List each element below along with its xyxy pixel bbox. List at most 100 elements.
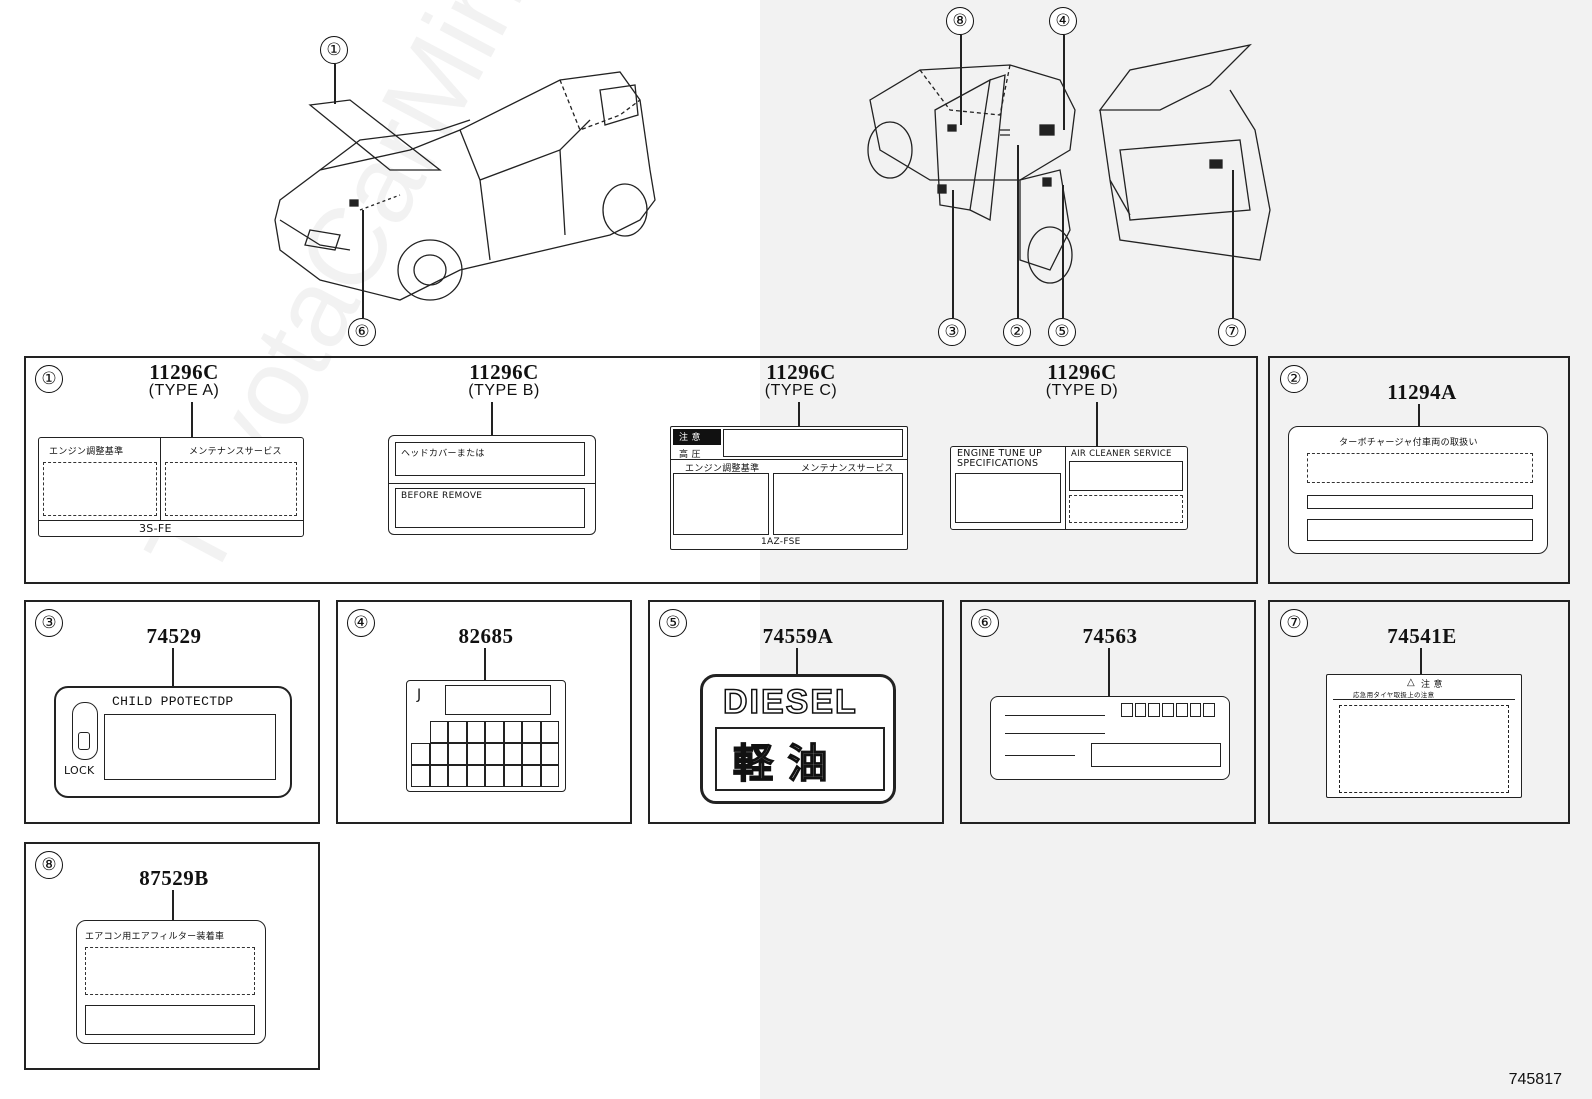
callout-4: ④ — [1049, 7, 1077, 35]
panel-3-circle: ③ — [35, 609, 63, 637]
panel-2-circle: ② — [1280, 365, 1308, 393]
grid-cell — [503, 721, 522, 743]
panel-7-subheader: 応急用タイヤ取扱上の注意 — [1353, 691, 1435, 699]
panel-4: ④ 82685 J — [336, 600, 632, 824]
panel-8-leader — [172, 890, 174, 920]
panel-1: ① 11296C (TYPE A) エンジン調整基準 メンテナンスサービス 3S… — [24, 356, 1258, 584]
type-a-label: エンジン調整基準 メンテナンスサービス 3S-FE — [38, 437, 304, 537]
panel-5-leader — [796, 648, 798, 674]
panel-3-lock: LOCK — [64, 764, 95, 777]
grid-cell — [540, 765, 559, 787]
grid-cell — [503, 765, 522, 787]
type-d-left-header: ENGINE TUNE UP SPECIFICATIONS — [957, 448, 1043, 469]
callout-8: ⑧ — [946, 7, 974, 35]
panel-5-circle: ⑤ — [659, 609, 687, 637]
panel-2-header: ターボチャージャ付車両の取扱い — [1339, 438, 1478, 448]
type-c-top-text: 注 意 — [679, 433, 701, 443]
grid-cell — [429, 765, 448, 787]
callout-1-leader — [334, 64, 336, 104]
type-c-row-text: 高 圧 — [679, 450, 701, 460]
grid-cell — [503, 743, 522, 765]
grid-cell — [429, 721, 448, 743]
type-a-type: (TYPE A) — [148, 382, 220, 399]
panel-5-line1: DIESEL — [722, 682, 858, 722]
panel-6-leader — [1108, 648, 1110, 696]
type-b-type: (TYPE B) — [468, 382, 540, 399]
type-a-footer: 3S-FE — [139, 522, 172, 535]
type-d-leader — [1096, 402, 1098, 446]
panel-8-label: エアコン用エアフィルター装着車 — [76, 920, 266, 1044]
type-a-right-header: メンテナンスサービス — [189, 447, 282, 457]
panel-7-part-number: 74541E — [1387, 624, 1457, 648]
type-c-footer: 1AZ-FSE — [761, 537, 801, 547]
panel-4-label: J — [406, 680, 566, 792]
panel-4-circle: ④ — [347, 609, 375, 637]
panel-7-circle: ⑦ — [1280, 609, 1308, 637]
grid-cell — [540, 721, 559, 743]
panel-5-label: DIESEL 軽 油 — [700, 674, 896, 804]
panel-6: ⑥ 74563 — [960, 600, 1256, 824]
panel-2: ② 11294A ターボチャージャ付車両の取扱い — [1268, 356, 1570, 584]
callout-5: ⑤ — [1048, 318, 1076, 346]
warning-triangle-icon: △ — [1407, 677, 1415, 688]
callout-4-leader — [1063, 35, 1065, 130]
panel-5-part-number: 74559A — [762, 624, 834, 648]
grid-cell — [411, 743, 430, 765]
panel-3-part-number: 74529 — [146, 624, 202, 648]
callout-6: ⑥ — [348, 318, 376, 346]
panel-1-circle: ① — [35, 365, 63, 393]
panel-8-header: エアコン用エアフィルター装着車 — [85, 932, 225, 942]
panel-7: ⑦ 74541E △ 注 意 応急用タイヤ取扱上の注意 — [1268, 600, 1570, 824]
callout-8-leader — [960, 35, 962, 125]
panel-7-label: △ 注 意 応急用タイヤ取扱上の注意 — [1326, 674, 1522, 798]
grid-cell — [522, 743, 541, 765]
type-d-label: ENGINE TUNE UP SPECIFICATIONS AIR CLEANE… — [950, 446, 1188, 530]
type-c-right-header: メンテナンスサービス — [801, 464, 894, 474]
front-car-drawing — [274, 71, 656, 301]
rear-car-drawing — [867, 43, 1271, 284]
panel-5-line2: 軽 油 — [732, 739, 828, 788]
type-c-label: 注 意 高 圧 エンジン調整基準 メンテナンスサービス 1AZ-FSE — [670, 426, 908, 550]
type-b-top-text: ヘッドカバーまたは — [401, 449, 485, 459]
type-a-part-number: 11296C — [149, 360, 219, 384]
type-d-type: (TYPE D) — [1045, 382, 1119, 399]
grid-cell — [485, 765, 504, 787]
type-b-label: ヘッドカバーまたは BEFORE REMOVE — [388, 435, 596, 535]
type-a-leader — [191, 402, 193, 437]
panel-7-header: 注 意 — [1421, 680, 1443, 690]
type-b-bottom-text: BEFORE REMOVE — [401, 491, 483, 501]
callout-7: ⑦ — [1218, 318, 1246, 346]
panel-4-part-number: 82685 — [458, 624, 514, 648]
type-b-leader — [491, 402, 493, 435]
panel-2-leader — [1418, 404, 1420, 426]
grid-cell — [448, 765, 467, 787]
panel-5: ⑤ 74559A DIESEL 軽 油 — [648, 600, 944, 824]
panel-3-leader — [172, 648, 174, 686]
callout-2: ② — [1003, 318, 1031, 346]
panel-4-letter: J — [417, 687, 422, 703]
panel-3-text: CHILD PPOTECTDP — [112, 694, 234, 709]
panel-6-circle: ⑥ — [971, 609, 999, 637]
grid-cell — [485, 743, 504, 765]
panel-3-label: CHILD PPOTECTDP LOCK — [54, 686, 292, 798]
grid-cell — [522, 721, 541, 743]
footer-code: 745817 — [1508, 1071, 1562, 1088]
callout-5-leader — [1062, 185, 1064, 318]
grid-cell — [522, 765, 541, 787]
type-c-leader — [798, 402, 800, 434]
grid-cell — [466, 765, 485, 787]
callout-1: ① — [320, 36, 348, 64]
callout-6-leader — [362, 210, 364, 318]
type-a-left-header: エンジン調整基準 — [49, 447, 124, 457]
panel-6-label — [990, 696, 1230, 780]
panel-8-part-number: 87529B — [139, 866, 209, 890]
panel-8: ⑧ 87529B エアコン用エアフィルター装着車 — [24, 842, 320, 1070]
grid-cell — [411, 765, 430, 787]
type-c-left-header: エンジン調整基準 — [685, 464, 760, 474]
panel-6-part-number: 74563 — [1082, 624, 1138, 648]
callout-2-leader — [1017, 145, 1019, 318]
grid-cell — [448, 721, 467, 743]
grid-cell — [466, 721, 485, 743]
type-b-part-number: 11296C — [469, 360, 539, 384]
grid-cell — [448, 743, 467, 765]
